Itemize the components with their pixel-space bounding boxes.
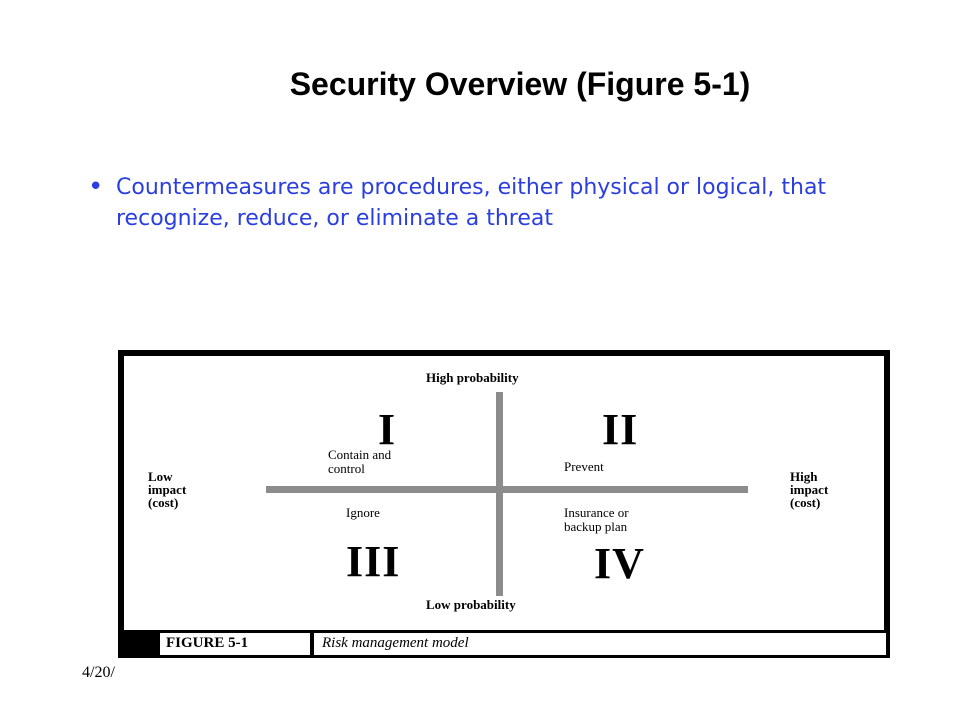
figure-number: FIGURE 5-1 xyxy=(166,635,249,651)
low-impact-label: Low impact (cost) xyxy=(148,470,186,509)
bullet-dot-icon: • xyxy=(88,172,104,202)
vertical-axis-bar xyxy=(496,392,503,596)
caption-label-box: FIGURE 5-1 xyxy=(160,633,310,655)
high-impact-label: High impact (cost) xyxy=(790,470,828,509)
high-impact-line-2: impact xyxy=(790,482,829,497)
high-probability-label: High probability xyxy=(426,370,519,385)
figure-caption: Risk management model xyxy=(322,635,469,651)
quadrant-2-numeral: II xyxy=(602,405,639,454)
quadrant-3-numeral: III xyxy=(346,537,401,586)
caption-black-block xyxy=(122,633,160,655)
quadrant-1-text: Contain and control xyxy=(328,448,391,476)
quadrant-1-numeral: I xyxy=(378,405,397,454)
quadrant-4-text-line-2: backup plan xyxy=(564,519,628,534)
quadrant-3-text: Ignore xyxy=(346,505,380,520)
low-impact-line-2: impact xyxy=(148,482,187,497)
low-impact-line-3: (cost) xyxy=(148,495,179,510)
horizontal-axis-bar xyxy=(266,486,748,493)
caption-description-box: Risk management model xyxy=(314,633,886,655)
bullet-text: Countermeasures are procedures, either p… xyxy=(116,175,827,231)
quadrant-1-text-line-1: Contain and xyxy=(328,447,392,462)
quadrant-4-text-line-1: Insurance or xyxy=(564,505,629,520)
high-impact-line-3: (cost) xyxy=(790,495,821,510)
quadrant-1-text-line-2: control xyxy=(328,461,365,476)
footer-date: 4/20/ xyxy=(82,664,115,681)
quadrant-2-text: Prevent xyxy=(564,459,604,474)
slide-title: Security Overview (Figure 5-1) xyxy=(289,66,751,102)
quadrant-4-text: Insurance or backup plan xyxy=(564,506,629,534)
figure-caption-bar: FIGURE 5-1 Risk management model xyxy=(118,630,890,658)
risk-management-figure: High probability Low probability Low imp… xyxy=(118,350,890,658)
low-probability-label: Low probability xyxy=(426,597,516,612)
low-impact-line-1: Low xyxy=(148,469,173,484)
figure-canvas: High probability Low probability Low imp… xyxy=(124,356,884,630)
quadrant-4-numeral: IV xyxy=(594,539,645,588)
high-impact-line-1: High xyxy=(790,469,818,484)
